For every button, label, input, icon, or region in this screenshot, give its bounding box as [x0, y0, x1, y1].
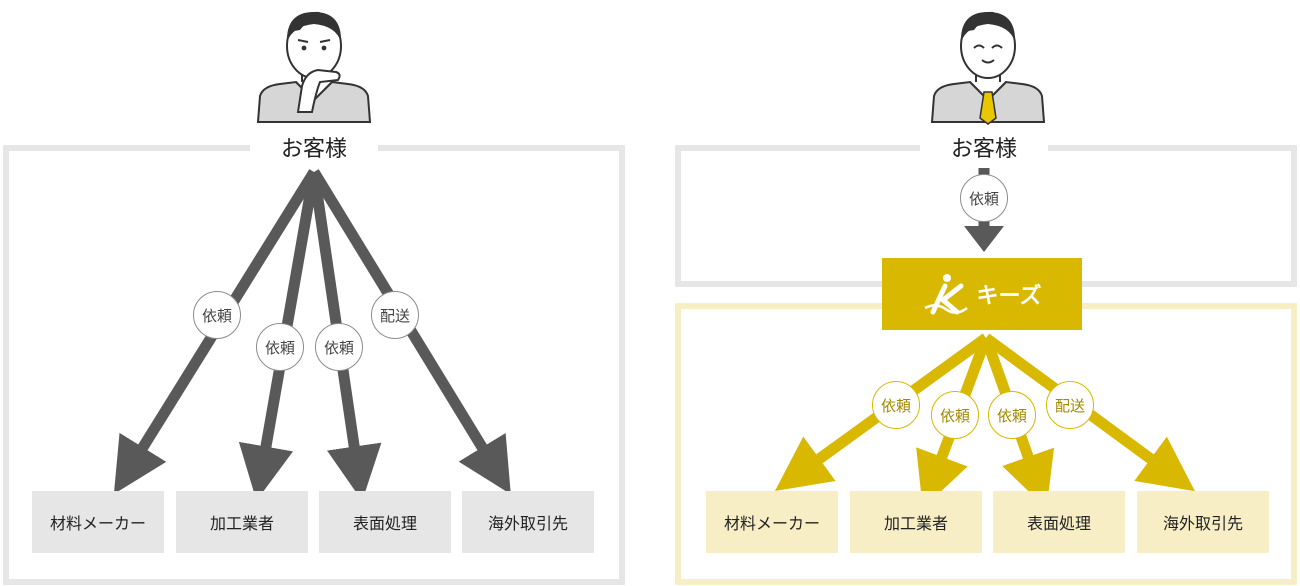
right-bubble-delivery: 配送 — [1046, 381, 1094, 429]
brand-name: キーズ — [976, 284, 1042, 309]
brand-logo-icon — [923, 274, 968, 315]
left-bubble-request-3: 依頼 — [315, 323, 363, 371]
right-vendor-processing: 加工業者 — [850, 491, 982, 553]
left-frame — [3, 145, 625, 585]
brand-box: キーズ — [882, 258, 1082, 330]
right-bubble-request-3: 依頼 — [988, 391, 1036, 439]
right-arrows — [774, 333, 1195, 509]
left-client-label: お客様 — [250, 130, 378, 164]
left-vendor-overseas: 海外取引先 — [462, 491, 594, 553]
left-bubble-request-1: 依頼 — [193, 291, 241, 339]
right-vendor-overseas: 海外取引先 — [1137, 491, 1269, 553]
right-bubble-request-2: 依頼 — [931, 391, 979, 439]
thinking-person-icon — [256, 11, 372, 123]
smiling-person-icon — [930, 11, 1046, 125]
right-bubble-request-top: 依頼 — [960, 174, 1008, 222]
right-vendor-surface: 表面処理 — [993, 491, 1125, 553]
left-bubble-request-2: 依頼 — [256, 323, 304, 371]
right-vendor-materials: 材料メーカー — [706, 491, 838, 553]
right-bubble-request-1: 依頼 — [872, 381, 920, 429]
right-client-label: お客様 — [920, 130, 1048, 164]
left-vendor-processing: 加工業者 — [176, 491, 308, 553]
left-arrows — [113, 169, 511, 501]
left-arrow-processing — [238, 171, 320, 501]
left-arrow-surface — [308, 171, 382, 501]
left-vendor-surface: 表面処理 — [319, 491, 451, 553]
left-vendor-materials: 材料メーカー — [32, 491, 164, 553]
left-bubble-delivery: 配送 — [371, 291, 419, 339]
